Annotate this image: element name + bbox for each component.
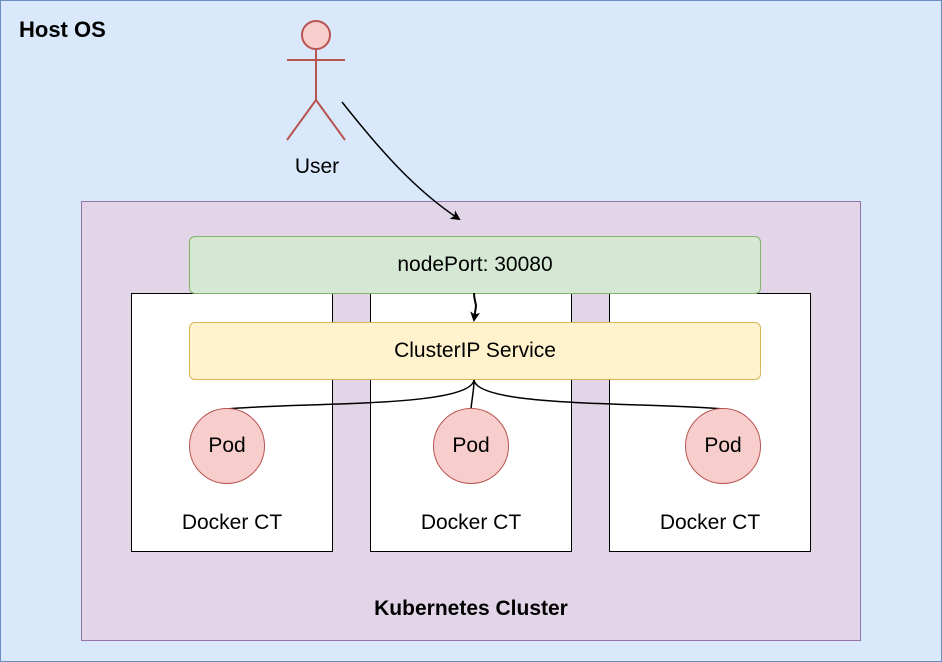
nodeport-label: nodePort: 30080 [397,253,553,276]
nodeport-service: nodePort: 30080 [189,236,761,294]
clusterip-service: ClusterIP Service [189,322,761,380]
pod-label: Pod [704,434,742,457]
kubernetes-cluster-title: Kubernetes Cluster [374,597,568,620]
user-label: User [294,155,340,178]
clusterip-label: ClusterIP Service [394,339,556,362]
pod-label: Pod [208,434,246,457]
docker-container-label: Docker CT [181,511,283,534]
docker-container-label: Docker CT [420,511,522,534]
pod-label: Pod [452,434,490,457]
host-os-title: Host OS [19,17,106,42]
docker-container-label: Docker CT [659,511,761,534]
pod-2: Pod [433,408,509,484]
pod-3: Pod [685,408,761,484]
pod-1: Pod [189,408,265,484]
